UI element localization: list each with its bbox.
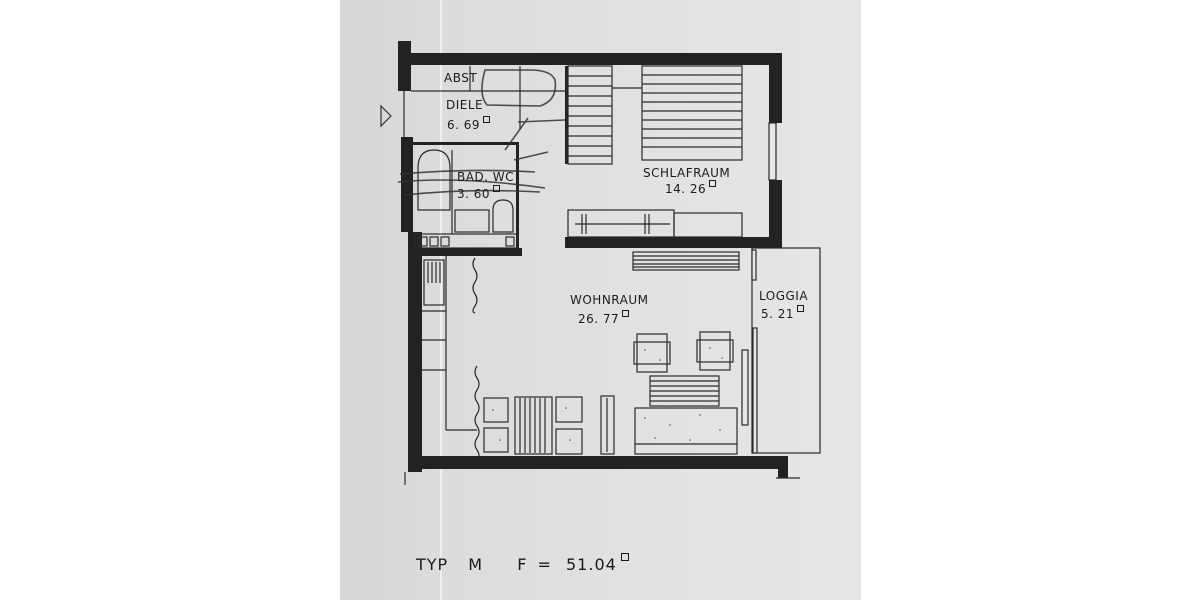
square-meter-icon bbox=[797, 305, 805, 312]
wall-bedroom-right-lower bbox=[769, 180, 782, 248]
wall-stair-left bbox=[565, 66, 568, 164]
room-label-bad-wc: BAD. WC bbox=[457, 170, 515, 184]
wall-bath-bottom bbox=[408, 248, 522, 256]
wall-bath-right bbox=[516, 142, 519, 252]
wall-top bbox=[398, 53, 782, 65]
square-meter-icon bbox=[483, 116, 491, 123]
paper-fold-line bbox=[440, 0, 442, 600]
wall-bedroom-bottom bbox=[565, 237, 782, 248]
caption-type-value: M bbox=[468, 555, 484, 574]
room-label-abst: ABST bbox=[444, 71, 478, 85]
room-label-wohnraum: WOHNRAUM bbox=[570, 293, 649, 307]
wall-bedroom-right-upper bbox=[769, 53, 782, 123]
wall-left-lower bbox=[408, 232, 422, 472]
square-meter-icon bbox=[622, 310, 630, 317]
wall-bath-top bbox=[408, 142, 516, 145]
room-area-wohnraum: 26. 77 bbox=[578, 310, 630, 326]
room-label-schlafraum: SCHLAFRAUM bbox=[643, 166, 731, 180]
plan-caption: TYP M F = 51.04 bbox=[416, 553, 629, 574]
room-label-loggia: LOGGIA bbox=[759, 289, 809, 303]
room-area-loggia: 5. 21 bbox=[761, 305, 805, 321]
square-meter-icon bbox=[709, 180, 717, 187]
room-label-diele: DIELE bbox=[446, 98, 484, 112]
caption-type-label: TYP bbox=[416, 555, 449, 574]
wall-entry-top bbox=[398, 41, 411, 91]
room-area-bad-wc: 3. 60 bbox=[457, 185, 501, 201]
room-area-diele: 6. 69 bbox=[447, 116, 491, 132]
wall-bottom bbox=[422, 456, 787, 469]
caption-area-value: 51.04 bbox=[566, 555, 617, 574]
caption-equals: = bbox=[537, 555, 552, 574]
wall-bottom-right-stub bbox=[778, 456, 788, 478]
entrance-arrow-icon bbox=[380, 104, 392, 128]
room-area-schlafraum: 14. 26 bbox=[665, 180, 717, 196]
wall-left-upper bbox=[401, 137, 413, 232]
caption-area-label: F bbox=[517, 555, 528, 574]
square-meter-icon bbox=[493, 185, 501, 192]
square-meter-icon bbox=[620, 553, 629, 561]
